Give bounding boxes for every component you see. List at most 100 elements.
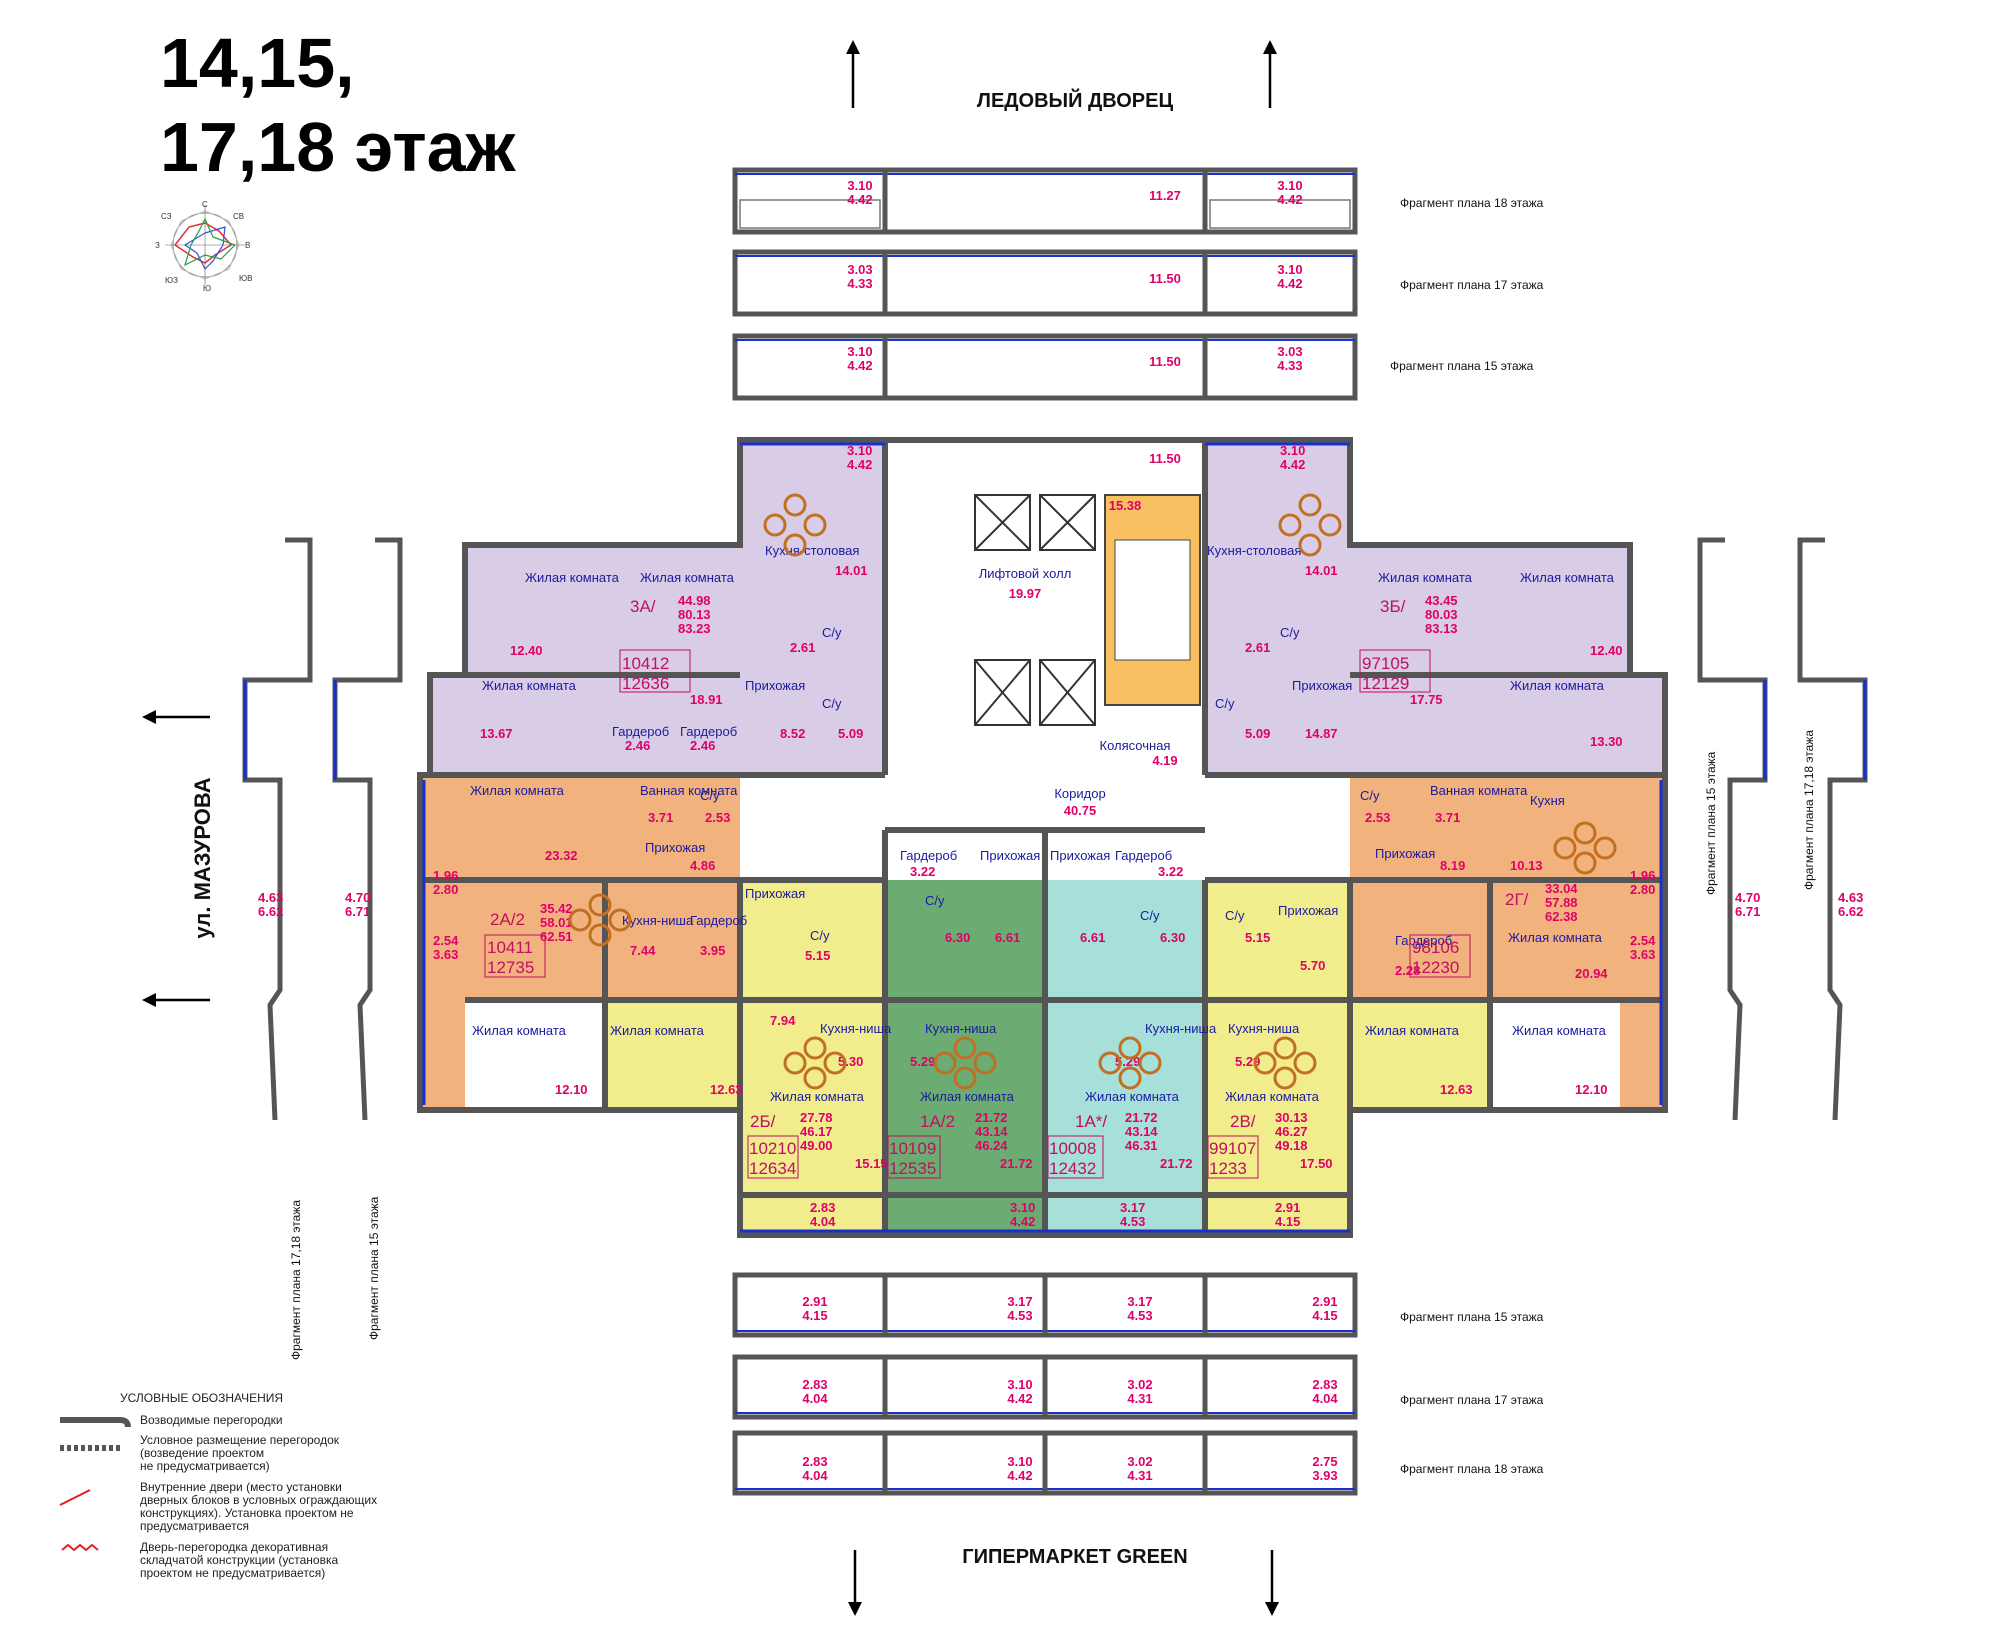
room-area: 3.71 [1435,810,1460,825]
apartment-id-1: 97105 [1362,654,1409,673]
floor-title-line1: 14,15, [160,24,355,102]
corridor-area: 40.75 [1064,803,1097,818]
room-label: Гардероб [690,913,747,928]
bottom-15-area-2b: 4.53 [1007,1308,1032,1323]
balcony-1-area-2: 2.80 [1630,882,1655,897]
room-label: Кухня-столовая [1207,543,1301,558]
room-label: Кухня-столовая [765,543,859,558]
side-right-1718-area-1: 4.63 [1838,890,1863,905]
legend-item-folding-door: Дверь-перегородка декоративная складчато… [61,1540,338,1580]
fragment-15-label: Фрагмент плана 15 этажа [1390,359,1534,373]
room-label: С/у [822,696,842,711]
room-label: Прихожая [1050,848,1110,863]
balcony-area-2: 4.42 [1280,457,1305,472]
balcony-area-1: 3.10 [1010,1200,1035,1215]
compass-label-s: Ю [203,284,211,293]
room-area: 10.13 [1510,858,1543,873]
room-label: Гардероб [1395,933,1452,948]
room-area: 7.94 [770,1013,796,1028]
compass-label-sw: ЮЗ [165,276,178,285]
apartment-area-living: 43.45 [1425,593,1458,608]
bottom-17-label: Фрагмент плана 17 этажа [1400,1393,1544,1407]
bottom-18-area-2a: 3.10 [1007,1454,1032,1469]
legend-item-inner-doors: Внутренние двери (место установки дверны… [59,1480,377,1533]
fragment-top-18: 3.10 4.42 11.27 3.10 4.42 Фрагмент плана… [732,167,1544,235]
fragment-17-label: Фрагмент плана 17 этажа [1400,278,1544,292]
elevator-block [974,494,1096,726]
side-left-15-area-2: 6.71 [345,904,370,919]
room-area: 17.75 [1410,692,1443,707]
room-label: Ванная комната [640,783,738,798]
apartment-code: 2В/ [1230,1112,1256,1131]
room-label: С/у [1140,908,1160,923]
solid-wall-icon [60,1417,131,1428]
room-area: 2.53 [1365,810,1390,825]
room-area: 12.10 [555,1082,588,1097]
legend-text: Условное размещение перегородок [140,1433,340,1447]
apartment-area-full: 49.18 [1275,1138,1308,1153]
compass-label-se: ЮВ [239,274,252,283]
side-left-1718-area-1: 4.63 [258,890,283,905]
room-label: Гардероб [612,724,669,739]
apartment-3b: Жилая комната 12.40 Жилая комната 17.75 … [1207,443,1623,749]
side-right-15-label: Фрагмент плана 15 этажа [1704,751,1718,895]
room-area: 5.70 [1300,958,1325,973]
fragment-bottom-18: 2.83 4.04 3.10 4.42 3.02 4.31 2.75 3.93 … [732,1430,1544,1496]
apartment-area-total: 80.03 [1425,607,1458,622]
apartment-3a-fill [430,440,885,775]
west-street-label: ул. МАЗУРОВА [190,777,215,938]
balcony-2-area-1: 2.54 [1630,933,1656,948]
room-area: 3.95 [700,943,725,958]
door-icon [59,1489,91,1506]
room-area: 2.46 [625,738,650,753]
room-area: 17.50 [1300,1156,1333,1171]
balcony-1-area-1: 1.96 [433,868,458,883]
apartment-area-total: 57.88 [1545,895,1578,910]
room-area: 12.10 [1575,1082,1608,1097]
bottom-17-area-3b: 4.31 [1127,1391,1152,1406]
legend-text: конструкциях). Установка проектом не [140,1506,354,1520]
apartment-area-full: 46.24 [975,1138,1008,1153]
room-area: 5.15 [805,948,830,963]
room-label: Кухня-ниша [622,913,694,928]
room-label: Жилая комната [1085,1089,1180,1104]
apartment-1a-fill [1045,830,1205,1235]
fragment-17-right-area-1: 3.10 [1277,262,1302,277]
south-street-label: ГИПЕРМАРКЕТ GREEN [962,1546,1187,1568]
legend-text: не предусматривается) [140,1459,270,1473]
room-area: 14.87 [1305,726,1338,741]
room-area: 7.44 [630,943,656,958]
bottom-18-area-4b: 3.93 [1312,1468,1337,1483]
apartment-code: 2А/2 [490,910,525,929]
arrow-left-icon [142,710,156,724]
room-label: Жилая комната [610,1023,705,1038]
apartment-code: 1А/2 [920,1112,955,1131]
room-area: 18.91 [690,692,723,707]
room-label: Прихожая [1375,846,1435,861]
room-label: С/у [700,788,720,803]
apartment-code: 2Г/ [1505,890,1529,909]
bottom-18-area-1b: 4.04 [802,1468,828,1483]
balcony-area-2: 4.04 [810,1214,836,1229]
legend-item-conditional-walls: Условное размещение перегородок (возведе… [60,1433,340,1473]
room-label: С/у [925,893,945,908]
apartment-id-2: 12735 [487,958,534,977]
room-label: Кухня-ниша [925,1021,997,1036]
apartment-id-1: 99107 [1209,1139,1256,1158]
dining-table-icon [568,493,1617,1090]
apartment-2a-kitchen-fill [605,880,740,1000]
apartment-id-1: 10210 [749,1139,796,1158]
room-label: Жилая комната [525,570,620,585]
fragment-17-right-area-2: 4.42 [1277,276,1302,291]
apartment-area-total: 58.01 [540,915,573,930]
legend-text: (возведение проектом [140,1446,264,1460]
floor-title-line2: 17,18 этаж [160,108,516,186]
compass-label-n: С [202,200,208,209]
stroller-room-label: Колясочная [1100,738,1171,753]
room-label: Жилая комната [470,783,565,798]
side-right-15-area-1: 4.70 [1735,890,1760,905]
room-area: 4.86 [690,858,715,873]
apartment-id-2: 12634 [749,1159,796,1178]
room-area: 20.94 [1575,966,1608,981]
